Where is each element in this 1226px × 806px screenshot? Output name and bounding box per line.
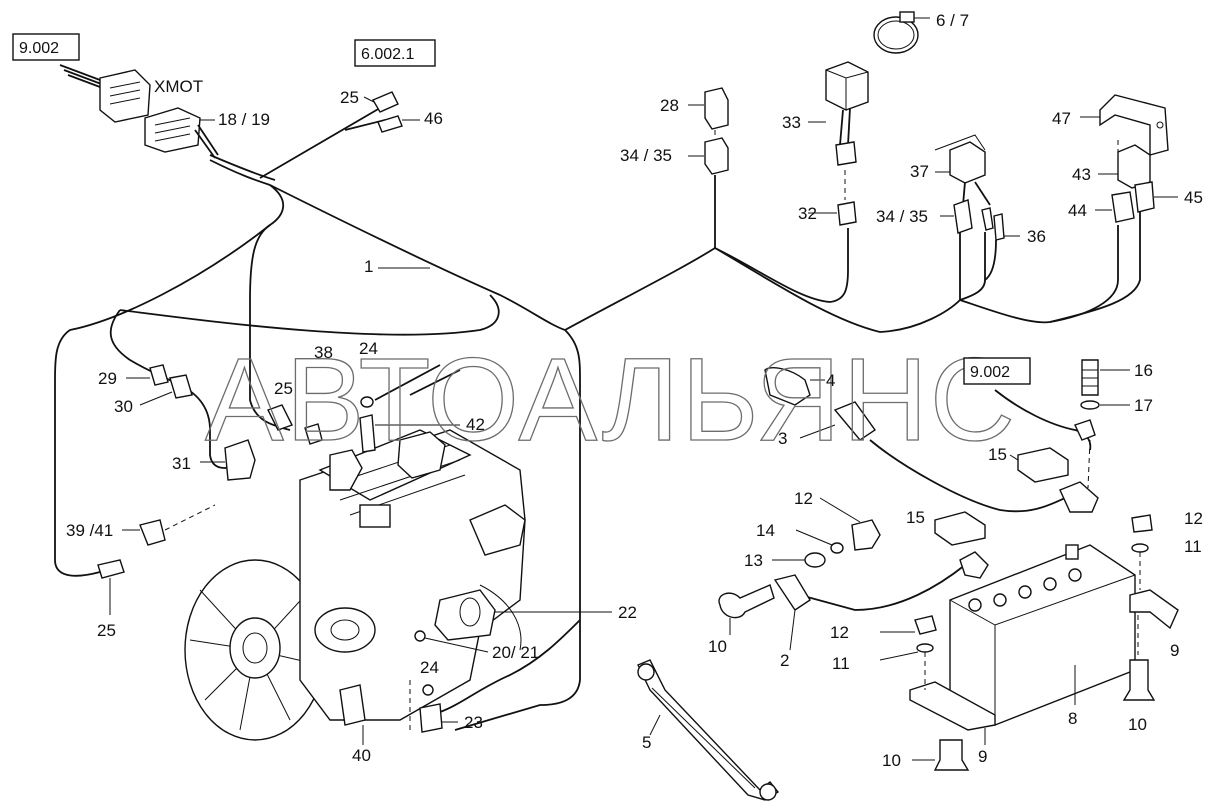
- label-9-bottom: 9: [978, 747, 987, 766]
- label-10-c: 10: [882, 751, 901, 770]
- label-34-35-b: 34 / 35: [876, 207, 928, 226]
- label-22: 22: [618, 603, 637, 622]
- label-12-b: 12: [1184, 509, 1203, 528]
- label-xmot: XMOT: [154, 77, 203, 96]
- label-28: 28: [660, 96, 679, 115]
- label-3: 3: [778, 429, 787, 448]
- label-46: 46: [424, 109, 443, 128]
- label-24-top: 24: [359, 339, 378, 358]
- engine-assembly: [97, 364, 612, 745]
- reference-box-9002-right: 9.002: [963, 357, 1031, 385]
- label-47: 47: [1052, 109, 1071, 128]
- label-24-bottom: 24: [420, 658, 439, 677]
- svg-text:9.002: 9.002: [970, 364, 1010, 381]
- label-10-a: 10: [708, 637, 727, 656]
- main-harness: [54, 107, 1141, 731]
- reference-box-9002-top: 9.002: [12, 33, 80, 61]
- label-16: 16: [1134, 361, 1153, 380]
- svg-text:9.002: 9.002: [19, 40, 59, 57]
- cable-clamp: [873, 11, 930, 54]
- label-23: 23: [464, 713, 483, 732]
- label-5: 5: [642, 733, 651, 752]
- label-15-top: 15: [988, 445, 1007, 464]
- label-32: 32: [798, 204, 817, 223]
- callout-labels: XMOT 18 / 19 25 46 6 / 7 28 33 47 34 / 3…: [66, 11, 1203, 770]
- reference-box-6002: 6.002.1: [354, 39, 436, 67]
- watermark: АВТОАЛЬЯНС: [205, 334, 1017, 466]
- label-17: 17: [1134, 396, 1153, 415]
- label-6-7: 6 / 7: [936, 11, 969, 30]
- label-11-b: 11: [832, 654, 850, 673]
- label-1: 1: [364, 257, 373, 276]
- label-40: 40: [352, 746, 371, 765]
- label-39-41: 39 /41: [66, 521, 113, 540]
- label-11-a: 11: [1184, 537, 1202, 556]
- label-29: 29: [98, 369, 117, 388]
- label-38: 38: [314, 343, 333, 362]
- svg-text:6.002.1: 6.002.1: [361, 46, 414, 63]
- label-13: 13: [744, 551, 763, 570]
- label-45: 45: [1184, 188, 1203, 207]
- label-42: 42: [466, 415, 485, 434]
- label-25-bottom: 25: [97, 621, 116, 640]
- label-15-bottom: 15: [906, 508, 925, 527]
- label-20-21: 20/ 21: [492, 643, 539, 662]
- battery-area: [637, 359, 1179, 801]
- sensor-connectors-top: [363, 91, 420, 133]
- label-34-35-a: 34 / 35: [620, 146, 672, 165]
- label-31: 31: [172, 454, 191, 473]
- label-4: 4: [826, 371, 835, 390]
- connectors-28-34: [688, 87, 729, 175]
- label-25-top: 25: [340, 88, 359, 107]
- label-12-c: 12: [830, 623, 849, 642]
- xmot-connector: [59, 64, 219, 159]
- label-30: 30: [114, 397, 133, 416]
- label-25-mid: 25: [274, 379, 293, 398]
- label-36: 36: [1027, 227, 1046, 246]
- relay-37: [934, 134, 1020, 241]
- fan: [184, 559, 326, 741]
- relay-block-43: [1080, 94, 1178, 223]
- label-18-19: 18 / 19: [218, 110, 270, 129]
- label-43: 43: [1072, 165, 1091, 184]
- label-10-b: 10: [1128, 715, 1147, 734]
- label-14: 14: [756, 521, 775, 540]
- label-2: 2: [780, 651, 789, 670]
- label-9-right: 9: [1170, 641, 1179, 660]
- label-12-a: 12: [794, 489, 813, 508]
- module-33: [808, 61, 869, 226]
- label-8: 8: [1068, 709, 1077, 728]
- label-44: 44: [1068, 201, 1087, 220]
- label-33: 33: [782, 113, 801, 132]
- label-37: 37: [910, 162, 929, 181]
